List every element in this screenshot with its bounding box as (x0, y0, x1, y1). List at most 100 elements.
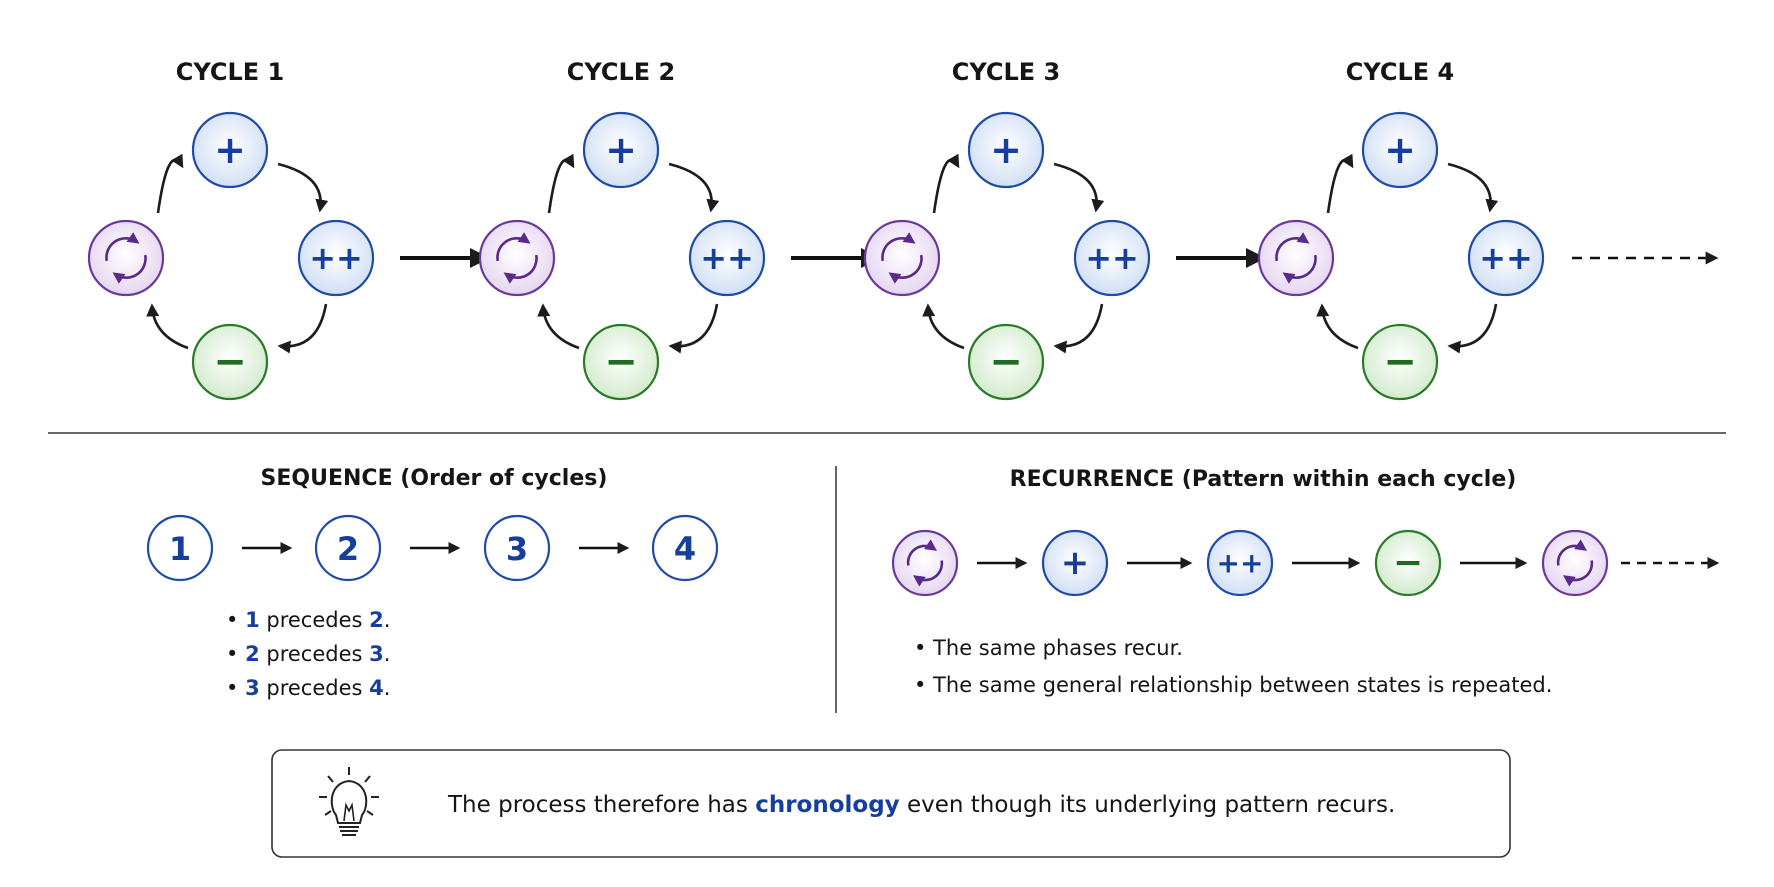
phase-minus-node (582, 323, 660, 401)
bullet-verb: precedes (260, 676, 369, 700)
recurrence-renew-node (891, 529, 959, 597)
recurrence-plus-label: + (1061, 543, 1090, 583)
cycle-title: CYCLE 2 (567, 58, 676, 86)
phase-doubleplus-node (1073, 219, 1151, 297)
cycle-4: CYCLE 4+++− (1257, 58, 1545, 401)
cycle-arrows-icon (496, 232, 538, 284)
phase-minus-label: − (989, 339, 1023, 385)
arrow-minus-to-renew (1316, 303, 1359, 350)
phase-renew-node (87, 219, 165, 297)
lightbulb-icon (319, 767, 379, 836)
note-text: The process therefore has chronology eve… (447, 792, 1395, 818)
phase-minus-label: − (1383, 339, 1417, 385)
phase-plus-node (1361, 111, 1439, 189)
phase-doubleplus-label: ++ (1479, 239, 1533, 277)
bullet-to: 4 (369, 676, 384, 700)
bullet-dot: • (226, 676, 245, 700)
phase-doubleplus-label: ++ (1085, 239, 1139, 277)
phase-plus-label: + (1384, 128, 1416, 172)
recurrence-minus-node (1374, 529, 1442, 597)
note-text-after: even though its underlying pattern recur… (900, 792, 1396, 818)
bullet-dot: • (226, 642, 245, 666)
note-text-before: The process therefore has (447, 792, 755, 818)
sequence-step-4 (651, 514, 719, 582)
arrow-renew-to-plus (547, 153, 575, 214)
bullet-end: . (384, 608, 391, 632)
sequence-title: SEQUENCE (Order of cycles) (261, 466, 608, 491)
bullet-from: 3 (245, 676, 260, 700)
arrow-doubleplus-to-minus (668, 303, 719, 354)
note-box (271, 749, 1511, 858)
sequence-bullets: • 1 precedes 2.• 2 precedes 3.• 3 preced… (226, 608, 390, 700)
phase-minus-node (191, 323, 269, 401)
phase-doubleplus-node (1467, 219, 1545, 297)
sequence-step-2 (314, 514, 382, 582)
cycle-title: CYCLE 4 (1346, 58, 1455, 86)
sequence-step-label: 3 (506, 530, 528, 568)
phase-minus-label: − (604, 339, 638, 385)
phase-doubleplus-label: ++ (309, 239, 363, 277)
phase-plus-node (582, 111, 660, 189)
phase-minus-label: − (213, 339, 247, 385)
arrow-minus-to-renew (146, 303, 189, 350)
recurrence-pattern: +++− (891, 529, 1720, 597)
recurrence-title: RECURRENCE (Pattern within each cycle) (1010, 467, 1517, 492)
phase-renew-node (863, 219, 941, 297)
arrow-plus-to-doubleplus (1447, 162, 1499, 213)
recurrence-bullet: • The same general relationship between … (914, 673, 1552, 697)
cycle-1: CYCLE 1+++− (87, 58, 375, 401)
bullet-to: 3 (369, 642, 384, 666)
arrow-doubleplus-to-minus (1053, 303, 1104, 354)
cycle-title: CYCLE 3 (952, 58, 1061, 86)
cycle-arrows-icon (1275, 232, 1317, 284)
phase-plus-node (967, 111, 1045, 189)
arrow-minus-to-renew (537, 303, 580, 350)
arrow-plus-to-doubleplus (277, 162, 329, 213)
arrow-minus-to-renew (922, 303, 965, 350)
cycle-3: CYCLE 3+++− (863, 58, 1151, 401)
recurrence-bullets: • The same phases recur. • The same gener… (914, 636, 1552, 697)
recurrence-minus-label: − (1393, 543, 1423, 584)
bullet-verb: precedes (260, 642, 369, 666)
cycle-arrows-icon (105, 232, 147, 284)
phase-minus-node (967, 323, 1045, 401)
bullet-from: 1 (245, 608, 260, 632)
phase-renew-node (1257, 219, 1335, 297)
phase-doubleplus-label: ++ (700, 239, 754, 277)
bullet-end: . (384, 676, 391, 700)
phase-plus-label: + (990, 128, 1022, 172)
recurrence-renew-node (1541, 529, 1609, 597)
cycles-row: CYCLE 1+++−CYCLE 2+++−CYCLE 3+++−CYCLE 4… (87, 58, 1719, 401)
note-highlight: chronology (755, 792, 899, 818)
sequence-step-1 (146, 514, 214, 582)
recurrence-doubleplus-label: ++ (1217, 547, 1264, 580)
phase-renew-node (478, 219, 556, 297)
sequence-bullet: • 1 precedes 2. (226, 608, 390, 632)
bullet-verb: precedes (260, 608, 369, 632)
phase-minus-node (1361, 323, 1439, 401)
arrow-doubleplus-to-minus (1447, 303, 1498, 354)
phase-doubleplus-node (688, 219, 766, 297)
sequence-step-label: 2 (337, 530, 359, 568)
cycle-arrows-icon (906, 539, 944, 587)
recurrence-plus-node (1041, 529, 1109, 597)
phase-plus-label: + (605, 128, 637, 172)
arrow-plus-to-doubleplus (668, 162, 720, 213)
phase-plus-label: + (214, 128, 246, 172)
bullet-to: 2 (369, 608, 384, 632)
cycle-arrows-icon (881, 232, 923, 284)
arrow-plus-to-doubleplus (1053, 162, 1105, 213)
bullet-from: 2 (245, 642, 260, 666)
phase-plus-node (191, 111, 269, 189)
phase-doubleplus-node (297, 219, 375, 297)
arrow-renew-to-plus (1326, 153, 1354, 214)
recurrence-doubleplus-node (1206, 529, 1274, 597)
cycle-arrows-icon (1556, 539, 1594, 587)
arrow-renew-to-plus (156, 153, 184, 214)
sequence-bullet: • 3 precedes 4. (226, 676, 390, 700)
recurrence-bullet: • The same phases recur. (914, 636, 1183, 660)
bullet-dot: • (226, 608, 245, 632)
cycle-title: CYCLE 1 (176, 58, 285, 86)
cycle-2: CYCLE 2+++− (478, 58, 766, 401)
